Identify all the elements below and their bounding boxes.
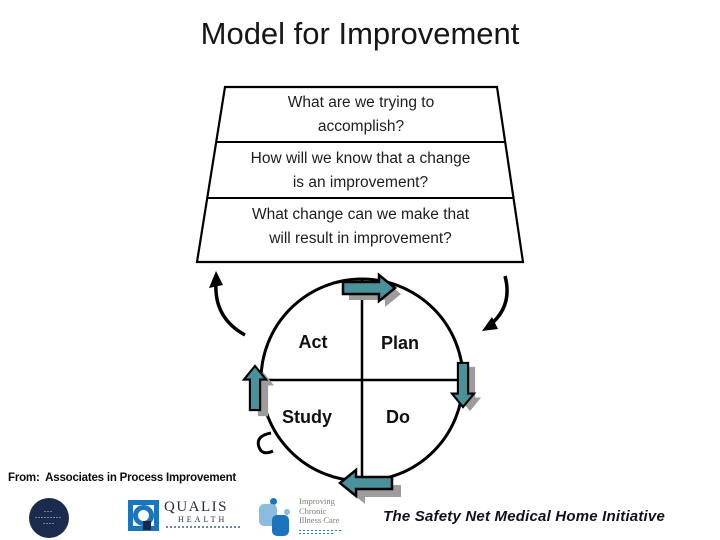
decorative-curl [256, 431, 274, 455]
attribution-text: From: Associates in Process Improvement [8, 472, 237, 484]
funnel-question-3: What change can we make that will result… [251, 206, 470, 247]
seal-text-line [43, 523, 55, 524]
qualis-health-logo: QUALIS HEALTH [128, 500, 240, 531]
page-title: Model for Improvement [200, 16, 520, 51]
cycle-label-act: Act [298, 332, 328, 352]
funnel-trapezoid [195, 85, 525, 264]
cycle-label-plan: Plan [380, 333, 419, 353]
qualis-tagline-line [166, 526, 240, 528]
qualis-logo-sub: HEALTH [178, 515, 228, 524]
seal-text-line [44, 511, 54, 512]
cycle-label-do: Do [386, 407, 410, 427]
qualis-q-icon [128, 500, 159, 531]
cycle-arrow-left-icon [241, 364, 269, 412]
icic-tagline-line [299, 529, 341, 531]
curved-arrow-right [482, 275, 509, 331]
qualis-logo-name: QUALIS [164, 499, 228, 515]
icic-people-icon [257, 495, 295, 539]
icic-logo-text: Improving Chronic Illness Care [299, 496, 340, 525]
improving-chronic-illness-care-logo: Improving Chronic Illness Care [257, 495, 341, 539]
cycle-arrow-right-icon [449, 361, 477, 409]
navy-circle-seal-logo [29, 498, 69, 538]
seal-text-line [35, 517, 63, 518]
initiative-footer-text: The Safety Net Medical Home Initiative [383, 508, 665, 525]
curved-arrow-left [209, 271, 246, 337]
cycle-arrow-bottom-icon [338, 467, 394, 499]
cycle-label-study: Study [281, 407, 332, 427]
funnel-question-1: What are we trying to accomplish? [287, 94, 435, 135]
cycle-arrow-top-icon [341, 272, 397, 304]
icic-tagline-line [299, 532, 335, 534]
funnel-question-2: How will we know that a change is an imp… [250, 150, 471, 191]
